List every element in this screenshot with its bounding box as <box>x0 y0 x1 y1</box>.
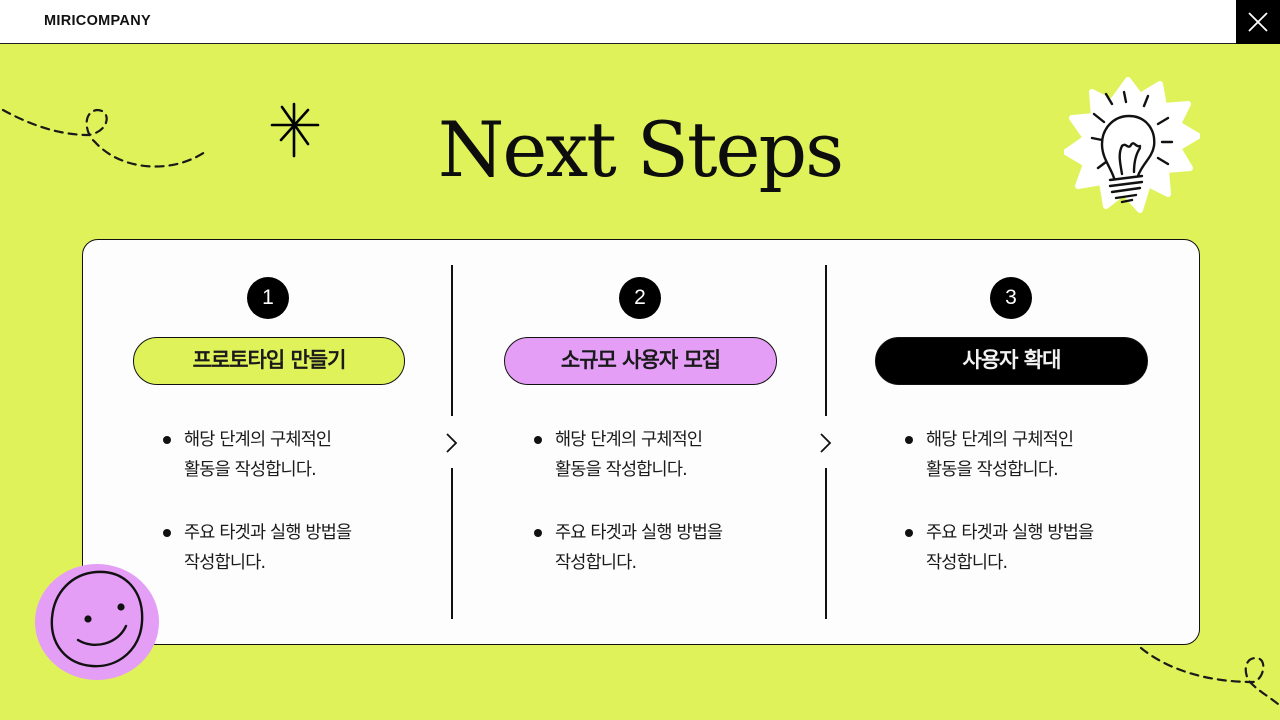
bullet-item: 해당 단계의 구체적인 활동을 작성합니다. <box>534 425 722 485</box>
chevron-right-icon <box>446 433 458 453</box>
column-divider <box>825 265 827 416</box>
steps-card: 1 프로토타입 만들기 해당 단계의 구체적인 활동을 작성합니다. 주요 타겟… <box>82 239 1200 645</box>
column-divider <box>451 265 453 416</box>
bullet-item: 주요 타겟과 실행 방법을 작성합니다. <box>905 518 1094 578</box>
dashed-loop-line-icon <box>1 108 207 168</box>
top-bar: MIRICOMPANY <box>0 0 1280 44</box>
dashed-loop-line-icon <box>1139 646 1280 706</box>
step-column-2: 2 소규모 사용자 모집 해당 단계의 구체적인 활동을 작성합니다. 주요 타… <box>453 240 827 644</box>
close-icon <box>1248 12 1268 32</box>
asterisk-sparkle-icon <box>270 102 320 158</box>
step-number-badge: 1 <box>247 277 289 319</box>
step-title-pill: 소규모 사용자 모집 <box>504 337 777 385</box>
column-divider <box>825 468 827 619</box>
chevron-right-icon <box>820 433 832 453</box>
brand-name: MIRICOMPANY <box>44 13 151 29</box>
close-button[interactable] <box>1236 0 1280 44</box>
bullet-item: 해당 단계의 구체적인 활동을 작성합니다. <box>163 425 351 485</box>
step-title-pill: 프로토타입 만들기 <box>133 337 405 385</box>
smiley-face-sticker-icon <box>35 564 159 680</box>
bullet-item: 해당 단계의 구체적인 활동을 작성합니다. <box>905 425 1093 485</box>
step-bullet-list: 해당 단계의 구체적인 활동을 작성합니다. 주요 타겟과 실행 방법을 작성합… <box>534 425 723 611</box>
step-title-pill: 사용자 확대 <box>875 337 1148 385</box>
page-title: Next Steps <box>437 105 844 194</box>
bullet-item: 주요 타겟과 실행 방법을 작성합니다. <box>163 518 352 578</box>
column-divider <box>451 468 453 619</box>
step-column-1: 1 프로토타입 만들기 해당 단계의 구체적인 활동을 작성합니다. 주요 타겟… <box>83 240 453 644</box>
step-number-badge: 3 <box>990 277 1032 319</box>
step-column-3: 3 사용자 확대 해당 단계의 구체적인 활동을 작성합니다. 주요 타겟과 실… <box>827 240 1199 644</box>
step-bullet-list: 해당 단계의 구체적인 활동을 작성합니다. 주요 타겟과 실행 방법을 작성합… <box>163 425 352 611</box>
step-bullet-list: 해당 단계의 구체적인 활동을 작성합니다. 주요 타겟과 실행 방법을 작성합… <box>905 425 1094 611</box>
step-number-badge: 2 <box>619 277 661 319</box>
lightbulb-sticker-icon <box>1064 77 1200 213</box>
bullet-item: 주요 타겟과 실행 방법을 작성합니다. <box>534 518 723 578</box>
